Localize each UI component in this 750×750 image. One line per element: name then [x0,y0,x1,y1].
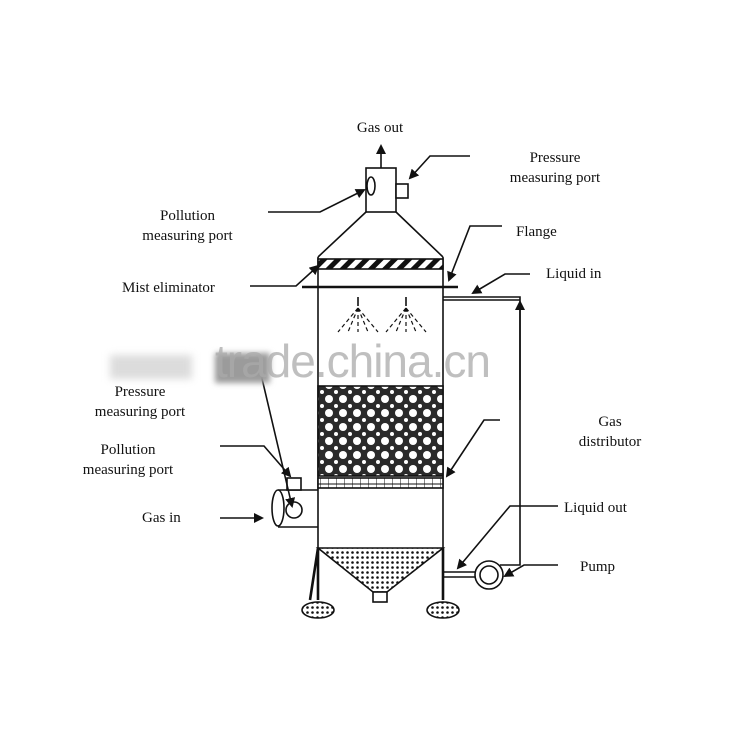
spray-cones [337,307,427,333]
label-pressure-port-top: Pressure measuring port [509,150,601,186]
liquid-pipe-return [443,296,521,566]
mist-eliminator-pad [317,258,444,270]
blurred-patch [215,353,270,383]
top-cone [317,211,444,258]
label-pollution-port-top: Pollution measuring port [142,208,233,244]
blurred-patch [110,355,192,379]
label-pressure-port-bottom: Pressure measuring port [94,384,186,420]
watermark: trade.china.cn [215,335,491,387]
label-liquid-out: Liquid out [564,500,627,516]
label-gas-distributor: Gas distributor [578,414,642,450]
label-liquid-in: Liquid in [546,266,602,282]
legs [308,547,445,601]
top-outlet [365,144,409,213]
gas-distributor-plate [317,477,444,489]
gas-inlet [271,477,318,528]
label-gas-out: Gas out [356,120,404,136]
pump-body [474,560,504,590]
drain-pipe [443,571,475,578]
packing-bed [317,385,444,477]
label-gas-in: Gas in [142,510,181,526]
label-pollution-port-bottom: Pollution measuring port [82,442,174,478]
spray-nozzles [357,297,407,306]
label-flange: Flange [516,224,557,240]
label-pump: Pump [580,559,616,575]
bottom-hopper [315,547,446,593]
label-mist-eliminator: Mist eliminator [122,280,215,296]
